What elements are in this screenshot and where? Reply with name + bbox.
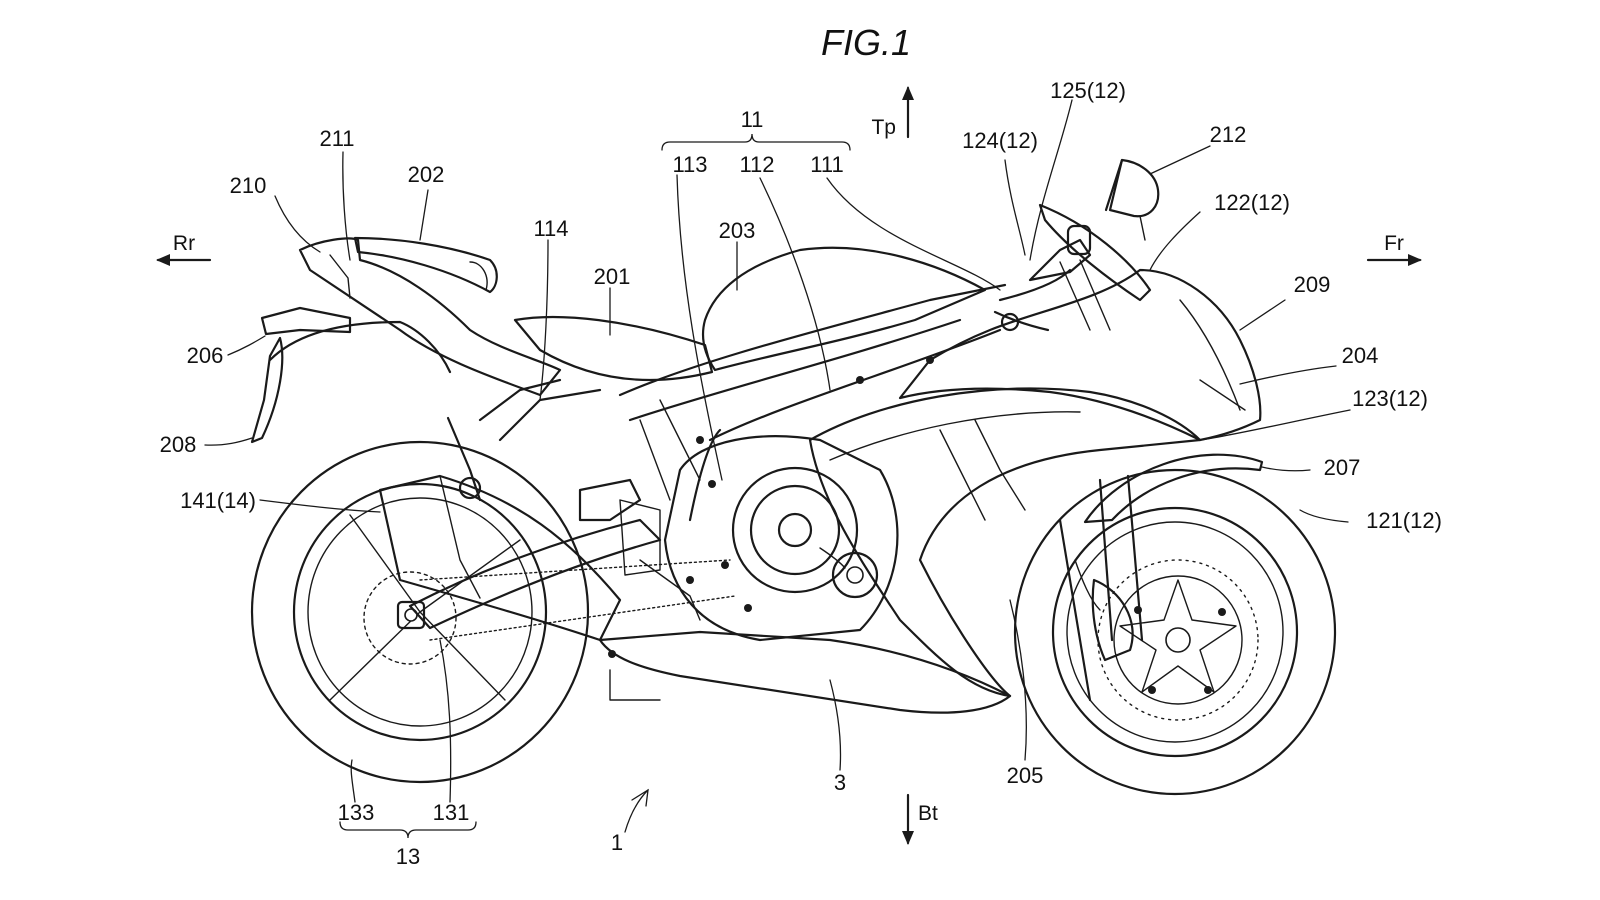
label-203: 203 [719,218,756,243]
label-124-12: 124(12) [962,128,1038,153]
front-cowl [898,268,1262,442]
label-114: 114 [533,216,568,241]
label-209: 209 [1294,272,1331,297]
direction-arrow-rear [156,254,212,266]
label-112: 112 [739,152,774,177]
tail-light [260,306,352,336]
label-3: 3 [834,770,846,795]
side-cowl [808,387,1202,698]
figure-title: FIG.1 [821,22,911,63]
label-141-14: 141(14) [180,488,256,513]
direction-arrow-top [902,86,914,139]
direction-label-top: Tp [871,116,896,139]
mirror [1104,158,1160,241]
direction-label-rear: Rr [173,232,195,255]
direction-label-front: Fr [1384,232,1404,255]
label-111: 111 [810,152,843,177]
label-121-12: 121(12) [1366,508,1442,533]
subframe [446,378,602,502]
label-123-12: 123(12) [1352,386,1428,411]
label-131: 131 [433,800,470,825]
under-cowl [598,630,1012,714]
footpeg-bracket [578,478,642,522]
label-133: 133 [338,800,375,825]
direction-arrow-bottom [902,793,914,845]
leader-lines [204,99,1351,839]
engine [619,435,899,642]
front-wheel [1013,468,1337,796]
reference-labels: 11 113 112 111 211 202 210 114 203 201 2… [160,78,1442,869]
muffler [378,474,622,642]
rear-wheel [250,440,590,784]
windscreen [1038,203,1152,302]
label-205: 205 [1007,763,1044,788]
label-204: 204 [1342,343,1379,368]
label-212: 212 [1210,122,1247,147]
drive-chain [419,559,736,641]
direction-arrow-front [1366,254,1422,266]
label-125-12: 125(12) [1050,78,1126,103]
label-206: 206 [187,343,224,368]
label-202: 202 [408,162,445,187]
fuel-tank [701,246,987,372]
seat-cowl [298,237,562,397]
label-207: 207 [1324,455,1361,480]
label-1: 1 [611,830,623,855]
label-11: 11 [741,107,764,132]
label-113: 113 [672,152,707,177]
rear-fender [268,320,452,374]
label-208: 208 [160,432,197,457]
passenger-seat [353,236,498,294]
rider-seat [513,315,714,382]
label-201: 201 [594,264,631,289]
label-122-12: 122(12) [1214,190,1290,215]
front-fender [1083,453,1264,524]
label-211: 211 [319,126,354,151]
label-13: 13 [396,844,420,869]
handlebar [993,224,1111,332]
motorcycle-line-art [250,158,1337,796]
label-210: 210 [230,173,267,198]
direction-label-bottom: Bt [918,802,938,825]
